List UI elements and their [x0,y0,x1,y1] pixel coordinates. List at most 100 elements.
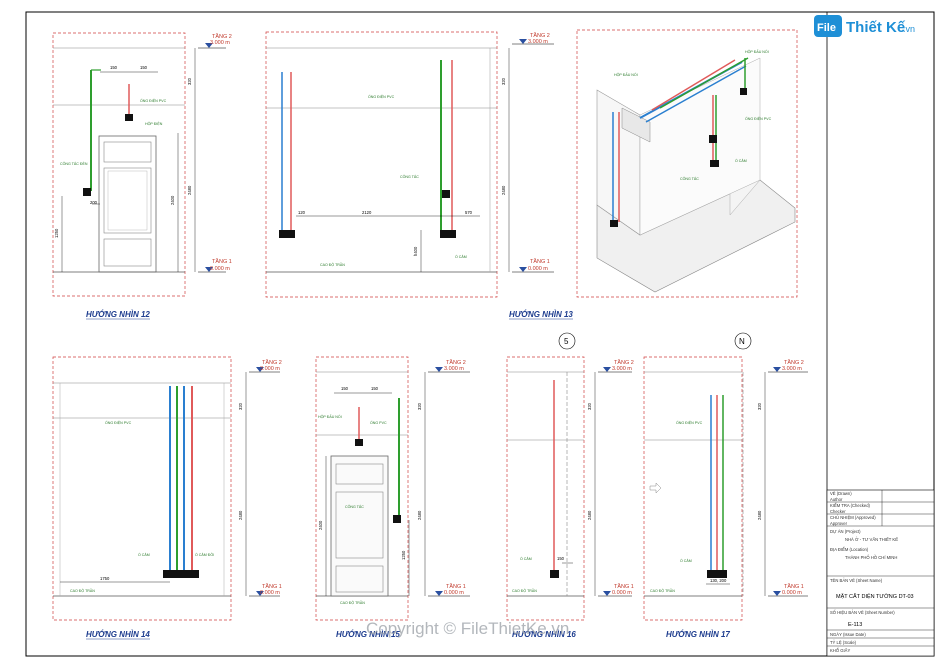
level-top-v16: TẦNG 2 3.000 m [598,359,634,373]
svg-text:2480: 2480 [238,510,243,520]
level-bottom-v13: TẦNG 1 0.000 m [512,258,554,273]
tb-approved-label: CHỦ NHIỆM (Approved) [830,515,876,520]
caption-view-16: HƯỚNG NHÌN 16 [512,630,576,639]
svg-text:ỐNG PVC: ỐNG PVC [370,420,387,425]
svg-text:2480: 2480 [501,185,506,195]
svg-text:2480: 2480 [417,510,422,520]
svg-text:TẦNG 2: TẦNG 2 [212,33,232,40]
svg-text:CÔNG TẮC: CÔNG TẮC [400,174,419,179]
level-bottom-v15: TẦNG 1 0.000 m [428,583,470,597]
svg-text:CAO ĐỘ TRẦN: CAO ĐỘ TRẦN [340,600,365,605]
sheet-border [25,11,935,657]
svg-text:Ổ CẮM ĐÔI: Ổ CẮM ĐÔI [195,552,214,557]
svg-text:TẦNG 1: TẦNG 1 [784,583,804,590]
svg-text:320: 320 [238,402,243,410]
level-bottom-v12: TẦNG 1 0.000 m [198,258,232,273]
svg-text:TẦNG 2: TẦNG 2 [614,359,634,366]
logo-suffix: .vn [903,24,915,34]
svg-text:320: 320 [587,402,592,410]
caption-view-14: HƯỚNG NHÌN 14 [86,630,150,639]
dim-1750: 1750 [100,576,110,581]
svg-text:0.000 m: 0.000 m [444,590,464,596]
tb-sheet-no-label: SỐ HIỆU BẢN VẼ (Sheet Number) [830,610,895,615]
tb-drawn-label: VẼ (Drawn) [830,491,852,496]
svg-text:CÔNG TẮC ĐÈN: CÔNG TẮC ĐÈN [60,161,88,166]
svg-text:0.000 m: 0.000 m [612,590,632,596]
svg-text:5: 5 [564,337,569,346]
grid-marker-5 [558,332,576,350]
svg-text:1250: 1250 [401,550,406,560]
grid-marker-N [734,332,752,350]
svg-text:ỐNG ĐIỆN PVC: ỐNG ĐIỆN PVC [676,420,703,425]
svg-text:N: N [739,337,745,346]
dim-120-v13: 120 [298,210,306,215]
svg-text:TẦNG 2: TẦNG 2 [262,359,282,366]
svg-text:TẦNG 1: TẦNG 1 [446,583,466,590]
logo-text: Thiết Kế [846,19,906,36]
svg-text:3.000 m: 3.000 m [260,366,280,372]
svg-text:HỘP ĐIỆN: HỘP ĐIỆN [145,121,163,126]
tb-approved-value: Approver [830,521,848,526]
svg-text:320: 320 [501,77,506,85]
tb-scale-label: TỶ LỆ (Scale) [830,640,857,645]
level-bottom-v17: TẦNG 1 0.000 m [768,583,808,597]
svg-text:TẦNG 2: TẦNG 2 [784,359,804,366]
caption-view-12: HƯỚNG NHÌN 12 [86,310,150,319]
tb-location-value: THÀNH PHỐ HỒ CHÍ MINH [845,555,897,560]
svg-text:TẦNG 1: TẦNG 1 [614,583,634,590]
svg-text:ỐNG ĐIỆN PVC: ỐNG ĐIỆN PVC [140,98,167,103]
dim-2480-v12: 2480 [187,185,192,195]
view-12: 150 150 1250 200 2400 2480 320 ỐNG ĐIỆN … [52,32,232,320]
level-top-v14: TẦNG 2 3.000 m [249,359,282,373]
level-top-v15: TẦNG 2 3.000 m [428,359,470,373]
svg-text:0.000 m: 0.000 m [210,266,230,272]
view-13: 120 2120 570 2480 320 h400 ỐNG ĐIỆN PVC … [265,31,573,320]
dim-1250: 1250 [54,228,59,238]
level-bottom-v14: TẦNG 1 0.000 m [249,583,282,597]
svg-text:ỐNG ĐIỆN PVC: ỐNG ĐIỆN PVC [368,94,395,99]
tb-project-label: DỰ ÁN (Project) [830,529,861,534]
dim-2120: 2120 [362,210,372,215]
level-bottom-v16: TẦNG 1 0.000 m [598,583,634,597]
view-15: 150 150 2400 1250 2480 320 HỘP ĐẤU NỐI Ố… [315,356,470,639]
svg-text:2480: 2480 [587,510,592,520]
svg-text:3.000 m: 3.000 m [612,366,632,372]
svg-text:0.000 m: 0.000 m [260,590,280,596]
dim-570: 570 [465,210,473,215]
view-16: 5 150 2480 320 CAO ĐỘ TRẦN Ổ CẮM TẦNG 2 … [506,332,634,639]
svg-text:Ổ CẮM: Ổ CẮM [735,158,747,163]
svg-text:2480: 2480 [757,510,762,520]
tb-sheet-label: KHỔ GIẤY [830,648,850,653]
tb-checked-value: Checker [830,509,846,514]
svg-text:ỐNG ĐIỆN PVC: ỐNG ĐIỆN PVC [745,116,772,121]
tb-location-label: ĐỊA ĐIỂM (Location) [830,547,869,552]
svg-text:150: 150 [371,386,379,391]
watermark: Copyright © FileThietKe.vn [366,619,569,638]
svg-text:3.000 m: 3.000 m [444,366,464,372]
dim-150-left: 150 [110,65,118,70]
svg-text:HỘP ĐẤU NỐI: HỘP ĐẤU NỐI [745,49,769,54]
svg-text:150: 150 [557,556,565,561]
svg-text:CAO ĐỘ TRẦN: CAO ĐỘ TRẦN [512,588,537,593]
svg-text:150: 150 [341,386,349,391]
svg-text:130, 200: 130, 200 [710,578,727,583]
svg-text:3.000 m: 3.000 m [210,40,230,46]
svg-text:HỘP ĐẤU NỐI: HỘP ĐẤU NỐI [318,414,342,419]
tb-sheet-title-label: TÊN BẢN VẼ (Sheet Name) [830,578,883,583]
title-block: VẼ (Drawn) Author KIỂM TRA (Checked) Che… [826,12,935,657]
svg-text:Ổ CẮM: Ổ CẮM [680,558,692,563]
tb-sheet-title: MẶT CẮT DIỆN TƯỜNG DT-03 [836,592,914,600]
tb-date-label: NGÀY (Issue Date) [830,632,866,637]
view-14: 1750 2480 320 ỐNG ĐIỆN PVC CAO ĐỘ TRẦN Ổ… [52,356,282,640]
svg-text:320: 320 [757,402,762,410]
dim-200: 200 [90,200,98,205]
svg-text:Ổ CẮM: Ổ CẮM [520,556,532,561]
tb-project-value: NHÀ Ở - TƯ VẤN THIẾT KẾ [845,537,898,542]
dim-320-v12: 320 [187,77,192,85]
caption-view-13: HƯỚNG NHÌN 13 [509,310,573,319]
svg-text:TẦNG 2: TẦNG 2 [446,359,466,366]
svg-text:3.000 m: 3.000 m [782,366,802,372]
svg-text:Ổ CẮM: Ổ CẮM [455,254,467,259]
tb-checked-label: KIỂM TRA (Checked) [830,503,871,508]
dim-150-right: 150 [140,65,148,70]
